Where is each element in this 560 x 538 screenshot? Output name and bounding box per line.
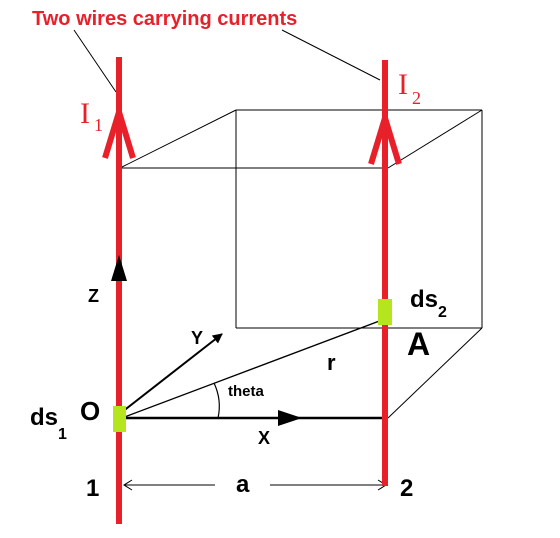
title: Two wires carrying currents [32,8,297,30]
origin-label: O [80,396,100,426]
y-axis-label: Y [191,328,203,348]
distance-label: r [327,350,336,375]
separation-arrow [123,479,387,491]
element-1-label: ds1 [30,404,67,443]
r-line [121,319,383,419]
x-axis-arrowhead [278,410,302,426]
angle-label: theta [228,383,264,400]
x-axis-label: X [258,428,270,448]
separation-label: a [236,471,250,498]
z-axis-arrowhead [111,255,127,281]
y-axis-arrow [121,333,223,413]
element-ds2 [378,299,392,325]
wire-2-number: 2 [400,475,413,502]
wire-1-number: 1 [86,475,99,502]
element-ds1 [113,406,126,432]
element-2-label: ds2 [410,286,447,321]
wire-1-arrow [102,109,136,159]
wire-2-arrow [368,115,402,165]
cube-outline [119,109,483,419]
theta-arc [213,382,220,419]
title-pointers [73,29,381,93]
z-axis-label: Z [88,286,99,306]
point-label: A [407,326,430,362]
